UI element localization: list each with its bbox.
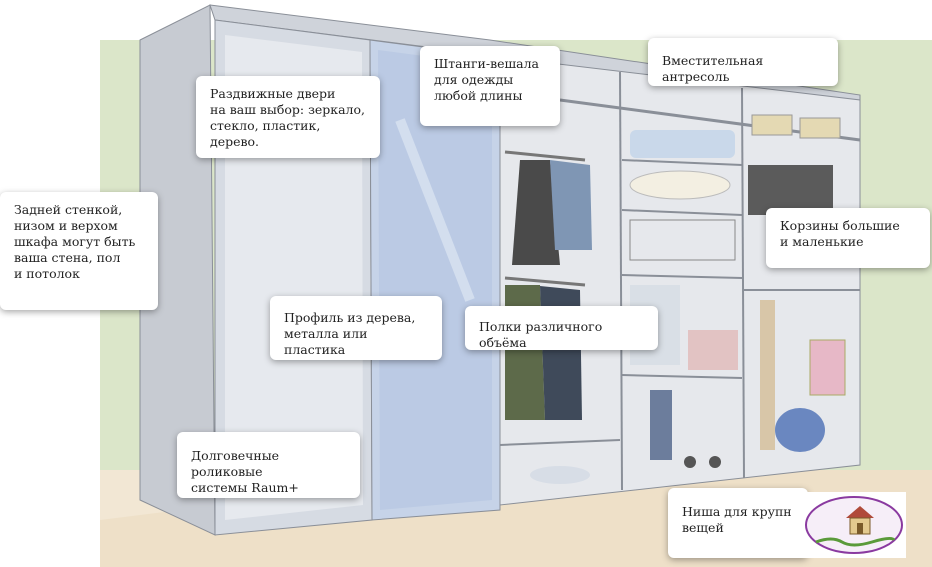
brand-logo bbox=[802, 492, 906, 558]
house-icon bbox=[805, 496, 903, 554]
callout-profile: Профиль из дерева, металла или пластика bbox=[270, 296, 442, 360]
callout-baskets: Корзины большие и маленькие bbox=[766, 208, 930, 268]
callout-shelves: Полки различного объёма bbox=[465, 306, 658, 350]
callout-rollers: Долговечные роликовые системы Raum+ bbox=[177, 432, 360, 498]
callout-niche: Ниша для крупн вещей bbox=[668, 488, 808, 558]
callout-rods: Штанги-вешала для одежды любой длины bbox=[420, 46, 560, 126]
callout-walls: Задней стенкой, низом и верхом шкафа мог… bbox=[0, 192, 158, 310]
callout-doors: Раздвижные двери на ваш выбор: зеркало, … bbox=[196, 76, 380, 158]
callout-mezzanine: Вместительная антресоль bbox=[648, 38, 838, 86]
